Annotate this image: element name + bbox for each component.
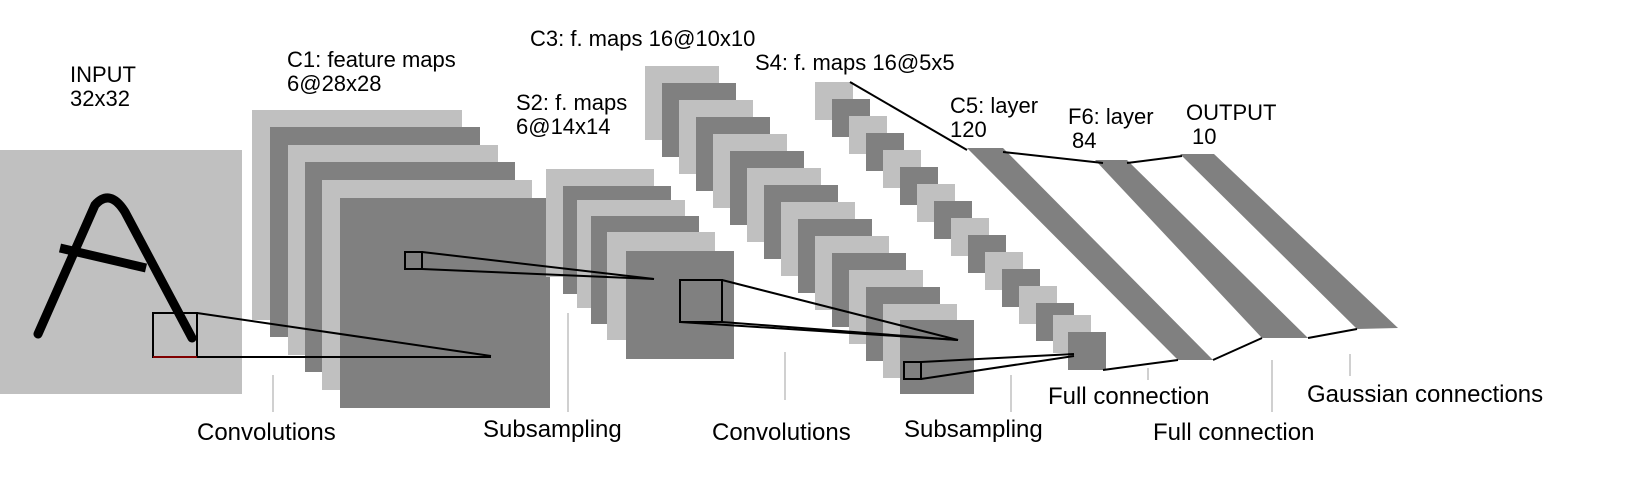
connection-lines xyxy=(152,81,1358,380)
sub1-connection-top xyxy=(421,251,655,280)
s2-feature-maps xyxy=(546,169,734,359)
operation-labels: Convolutions Subsampling Convolutions Su… xyxy=(197,381,1543,446)
c1-receptive-field xyxy=(404,251,423,270)
s4-feature-maps xyxy=(815,82,1106,370)
full2-label: Full connection xyxy=(1153,419,1314,446)
operation-ticks xyxy=(272,313,1351,412)
input-layer xyxy=(0,150,242,394)
conv2-connection-top xyxy=(721,279,959,341)
conv2-connection-middle xyxy=(679,321,959,341)
f6-title: F6: layer xyxy=(1068,104,1154,129)
c1-feature-maps xyxy=(252,110,550,408)
f6-to-output-line-bottom xyxy=(1307,328,1358,339)
conv1-label: Convolutions xyxy=(197,419,336,446)
f6-layer xyxy=(1095,160,1308,338)
s2-title: S2: f. maps xyxy=(516,90,627,115)
output-size: 10 xyxy=(1192,124,1216,149)
f6-size: 84 xyxy=(1072,128,1096,153)
f6-to-output-line-top xyxy=(1126,155,1183,164)
conv1-connection-top xyxy=(196,312,492,357)
input-image xyxy=(0,150,242,394)
full1-label: Full connection xyxy=(1048,383,1209,410)
input-size: 32x32 xyxy=(70,86,130,111)
c5-to-f6-line-bottom xyxy=(1212,337,1263,361)
sub1-label: Subsampling xyxy=(483,416,622,443)
s2-receptive-field xyxy=(679,279,723,323)
handwritten-letter-a xyxy=(33,193,197,343)
c1-title: C1: feature maps xyxy=(287,47,456,72)
c1-size: 6@28x28 xyxy=(287,71,382,96)
output-title: OUTPUT xyxy=(1186,100,1276,125)
s4-map xyxy=(1068,332,1106,370)
s2-size: 6@14x14 xyxy=(516,114,611,139)
c5-title: C5: layer xyxy=(950,93,1038,118)
s4-to-c5-line-bottom xyxy=(1102,359,1179,371)
c3-map xyxy=(900,320,974,394)
sub2-connection-bottom xyxy=(920,355,1075,380)
sub1-connection-bottom xyxy=(421,268,655,280)
handwritten-letter-a-crossbar xyxy=(58,243,148,273)
c3-title: C3: f. maps 16@10x10 xyxy=(530,26,755,51)
c5-layer xyxy=(967,148,1213,360)
c5-to-f6-line-top xyxy=(1002,151,1104,164)
c5-size: 120 xyxy=(950,117,987,142)
sub2-label: Subsampling xyxy=(904,416,1043,443)
s4-title: S4: f. maps 16@5x5 xyxy=(755,50,955,75)
c3-feature-maps xyxy=(645,66,974,394)
c3-receptive-field xyxy=(903,361,922,380)
s4-to-c5-line-top xyxy=(849,81,968,151)
input-title: INPUT xyxy=(70,62,136,87)
conv2-label: Convolutions xyxy=(712,419,851,446)
layer-labels: INPUT 32x32 C1: feature maps 6@28x28 S2:… xyxy=(70,26,1276,153)
c1-map-6 xyxy=(340,198,550,408)
gauss-label: Gaussian connections xyxy=(1307,381,1543,408)
fully-connected-layers xyxy=(967,148,1398,360)
output-layer xyxy=(1180,154,1398,329)
sub2-connection-top xyxy=(920,353,1075,363)
